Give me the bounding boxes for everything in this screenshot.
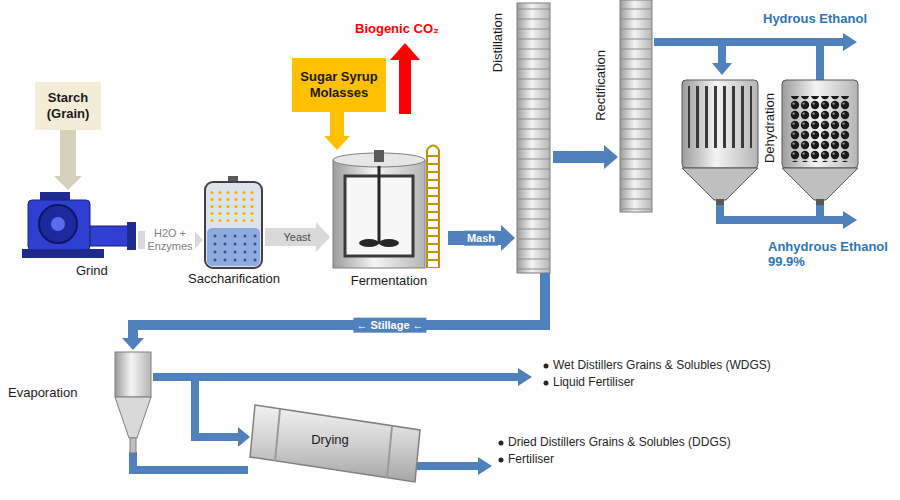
emission-label: Biogenic CO₂ <box>355 22 439 37</box>
distillation-column: Distillation <box>515 3 553 273</box>
evaporator-symbol <box>115 352 151 453</box>
arrow-label: ← Stillage ← <box>353 318 426 333</box>
node-label: Drying <box>311 433 349 448</box>
flow-arrow <box>265 222 330 252</box>
flow-arrow <box>153 377 250 447</box>
flow-line <box>133 273 545 338</box>
arrow-head <box>712 63 732 75</box>
distillation-column-symbol <box>517 3 550 273</box>
flow-arrow <box>448 225 515 251</box>
vertical-label: Dehydration <box>763 93 778 163</box>
product-label: Anhydrous Ethanol 99.9% <box>768 240 893 270</box>
flow-line <box>153 377 238 437</box>
arrow-label: H2O + Enzymes <box>145 226 195 253</box>
arrow-head <box>604 145 618 169</box>
node-label: Grind <box>76 264 108 279</box>
dryer-drum-symbol <box>250 405 420 482</box>
coproduct-label: Fertiliser <box>508 453 554 467</box>
flow-line <box>654 42 722 63</box>
dryer: Drying <box>250 405 420 482</box>
flow-arrow <box>553 145 618 169</box>
flow-line <box>553 151 604 163</box>
fermentation-tank: Fermentation <box>330 150 448 270</box>
node-label: Fermentation <box>351 274 428 289</box>
arrow-head <box>324 136 350 150</box>
vertical-label: Distillation <box>491 13 506 72</box>
node-label: Sugar Syrup Molasses <box>296 69 382 100</box>
flow-arrow <box>654 42 732 75</box>
flow-arrow <box>54 130 82 190</box>
feed-box: Starch (Grain) <box>35 82 101 130</box>
coproduct-label: Dried Distillers Grains & Solubles (DDGS… <box>508 436 731 450</box>
node-label: Saccharification <box>188 272 280 287</box>
arrow-label: Yeast <box>281 230 312 245</box>
arrow-head <box>238 427 250 447</box>
flow-line <box>330 112 344 136</box>
vertical-label: Rectification <box>594 50 609 121</box>
grinder-symbol <box>22 192 136 258</box>
product-lines <box>133 33 857 475</box>
flow-arrow <box>122 273 545 350</box>
arrow-head <box>316 222 330 252</box>
co2-arrow <box>390 43 420 114</box>
arrow-label: Mash <box>464 231 498 246</box>
evaporator: Evaporation <box>113 350 153 458</box>
arrow-head <box>54 176 82 190</box>
dehydration-unit: Dehydration <box>680 75 860 207</box>
coproduct-label: Wet Distillers Grains & Solubles (WDGS) <box>553 359 771 373</box>
rectification-column: Rectification <box>618 0 654 212</box>
node-label: Evaporation <box>8 386 77 401</box>
flow-arrow <box>324 112 350 150</box>
arrow-head <box>122 338 144 350</box>
flow-line <box>60 130 76 176</box>
saccharification-tank-symbol <box>205 176 262 268</box>
node-label: Starch (Grain) <box>39 90 97 121</box>
flow-arrow <box>138 225 203 255</box>
dehydration-vessels-symbol <box>682 80 858 205</box>
flow-line <box>448 231 501 245</box>
arrow-head <box>501 225 515 251</box>
grinder: Grind <box>20 190 138 258</box>
flow-line <box>265 228 316 246</box>
saccharification-tank: Saccharification <box>203 176 265 270</box>
product-label: Hydrous Ethanol <box>763 12 867 27</box>
fermentation-tank-symbol <box>333 146 439 269</box>
feed-box: Sugar Syrup Molasses <box>292 58 386 112</box>
rectification-column-symbol <box>620 0 652 212</box>
coproduct-label: Liquid Fertiliser <box>553 376 634 390</box>
